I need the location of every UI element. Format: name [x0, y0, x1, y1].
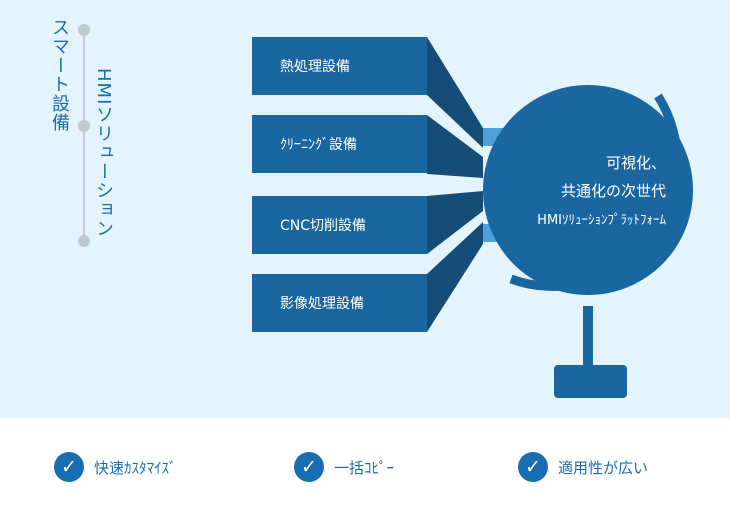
funnel-shape	[427, 115, 483, 178]
equipment-cleaning: ｸﾘｰﾆﾝｸﾞ設備	[252, 115, 427, 173]
check-icon: ✓	[518, 452, 548, 482]
timeline-dot	[78, 24, 90, 36]
feature-label: 適用性が広い	[558, 458, 649, 477]
equipment-heat-treatment: 熱処理設備	[252, 37, 427, 95]
equipment-image-processing: 影像処理設備	[252, 274, 427, 332]
globe-text-line2: 共通化の次世代	[560, 182, 666, 200]
funnel-shape	[427, 191, 483, 254]
timeline-dot	[78, 120, 90, 132]
feature-label: 快速ｶｽﾀﾏｲｽﾞ	[94, 458, 177, 477]
feature-wide-applicability: ✓ 適用性が広い	[518, 452, 648, 482]
globe-base	[554, 365, 627, 398]
diagram-graphics	[78, 24, 693, 398]
check-icon: ✓	[54, 452, 84, 482]
timeline-label-hmi-solution: HMIソリューション	[93, 68, 114, 239]
timeline-label-smart-equipment: スマート設備	[49, 18, 70, 132]
equipment-cnc: CNC切削設備	[252, 196, 427, 254]
check-icon: ✓	[294, 452, 324, 482]
globe-text-line1: 可視化、	[605, 154, 666, 172]
globe-stand	[583, 306, 593, 368]
globe	[483, 85, 693, 295]
globe-ring	[509, 93, 682, 291]
feature-batch-copy: ✓ 一括ｺﾋﾟｰ	[294, 452, 394, 482]
globe-text-line3: HMIｿﾘｭｰｼｮﾝﾌﾟﾗｯﾄﾌｫｰﾑ	[537, 213, 666, 228]
funnel-shape	[427, 222, 483, 332]
timeline-dot	[78, 235, 90, 247]
feature-label: 一括ｺﾋﾟｰ	[334, 458, 395, 477]
feature-quick-customize: ✓ 快速ｶｽﾀﾏｲｽﾞ	[54, 452, 177, 482]
funnel-shape	[427, 37, 483, 148]
